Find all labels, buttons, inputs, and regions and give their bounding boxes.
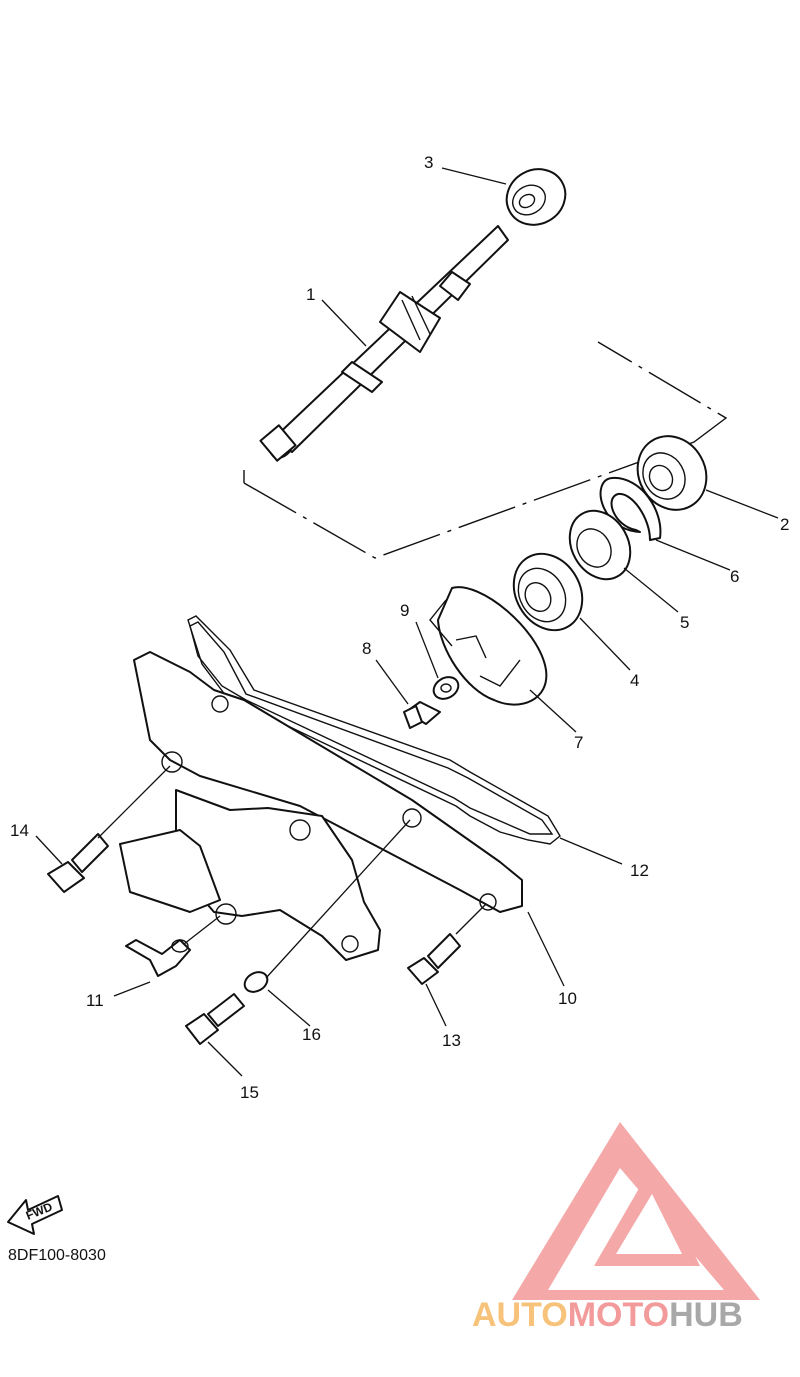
bolt-part-13 xyxy=(407,933,461,985)
callout-labels: 1 2 3 4 5 6 7 8 9 10 11 12 13 14 15 16 xyxy=(10,153,789,1102)
callout-11: 11 xyxy=(86,991,104,1010)
assembly-bracket-line xyxy=(243,341,728,559)
bolt-part-8 xyxy=(403,701,441,729)
automotohub-logo-icon xyxy=(512,1122,760,1300)
callout-8: 8 xyxy=(362,639,371,658)
callout-5: 5 xyxy=(680,613,689,632)
washer-part-16 xyxy=(243,971,269,993)
fwd-arrow-icon: FWD xyxy=(7,1195,63,1235)
leader-lines xyxy=(35,167,779,1077)
washer-part-9 xyxy=(432,676,460,700)
pump-housing-body xyxy=(119,789,381,961)
callout-15: 15 xyxy=(240,1083,259,1102)
callout-6: 6 xyxy=(730,567,739,586)
callout-1: 1 xyxy=(306,285,315,304)
bearing-part-2 xyxy=(636,435,708,511)
circlip-part-6 xyxy=(599,476,662,541)
impeller-part-7 xyxy=(429,586,548,706)
callout-13: 13 xyxy=(442,1031,461,1050)
pipe-part-11 xyxy=(125,939,191,977)
callout-4: 4 xyxy=(630,671,639,690)
bolt-part-15 xyxy=(185,993,245,1045)
callout-16: 16 xyxy=(302,1025,321,1044)
watermark-moto: MOTO xyxy=(568,1296,669,1334)
oil-seal-part-5 xyxy=(568,509,632,581)
watermark-text: AUTOMOTOHUB xyxy=(472,1296,743,1334)
callout-3: 3 xyxy=(424,153,433,172)
housing-cover-part-10 xyxy=(133,651,523,913)
callout-10: 10 xyxy=(558,989,577,1008)
watermark-auto: AUTO xyxy=(472,1296,568,1334)
bearing-part-3 xyxy=(505,168,567,226)
watermark-hub: HUB xyxy=(669,1296,743,1334)
bolt-part-14 xyxy=(47,833,109,893)
mechanical-seal-part-4 xyxy=(512,552,584,632)
impeller-shaft-part-1 xyxy=(259,225,509,462)
callout-12: 12 xyxy=(630,861,649,880)
callout-2: 2 xyxy=(780,515,789,534)
diagram-code: 8DF100-8030 xyxy=(8,1247,106,1264)
callout-9: 9 xyxy=(400,601,409,620)
callout-14: 14 xyxy=(10,821,29,840)
callout-7: 7 xyxy=(574,733,583,752)
